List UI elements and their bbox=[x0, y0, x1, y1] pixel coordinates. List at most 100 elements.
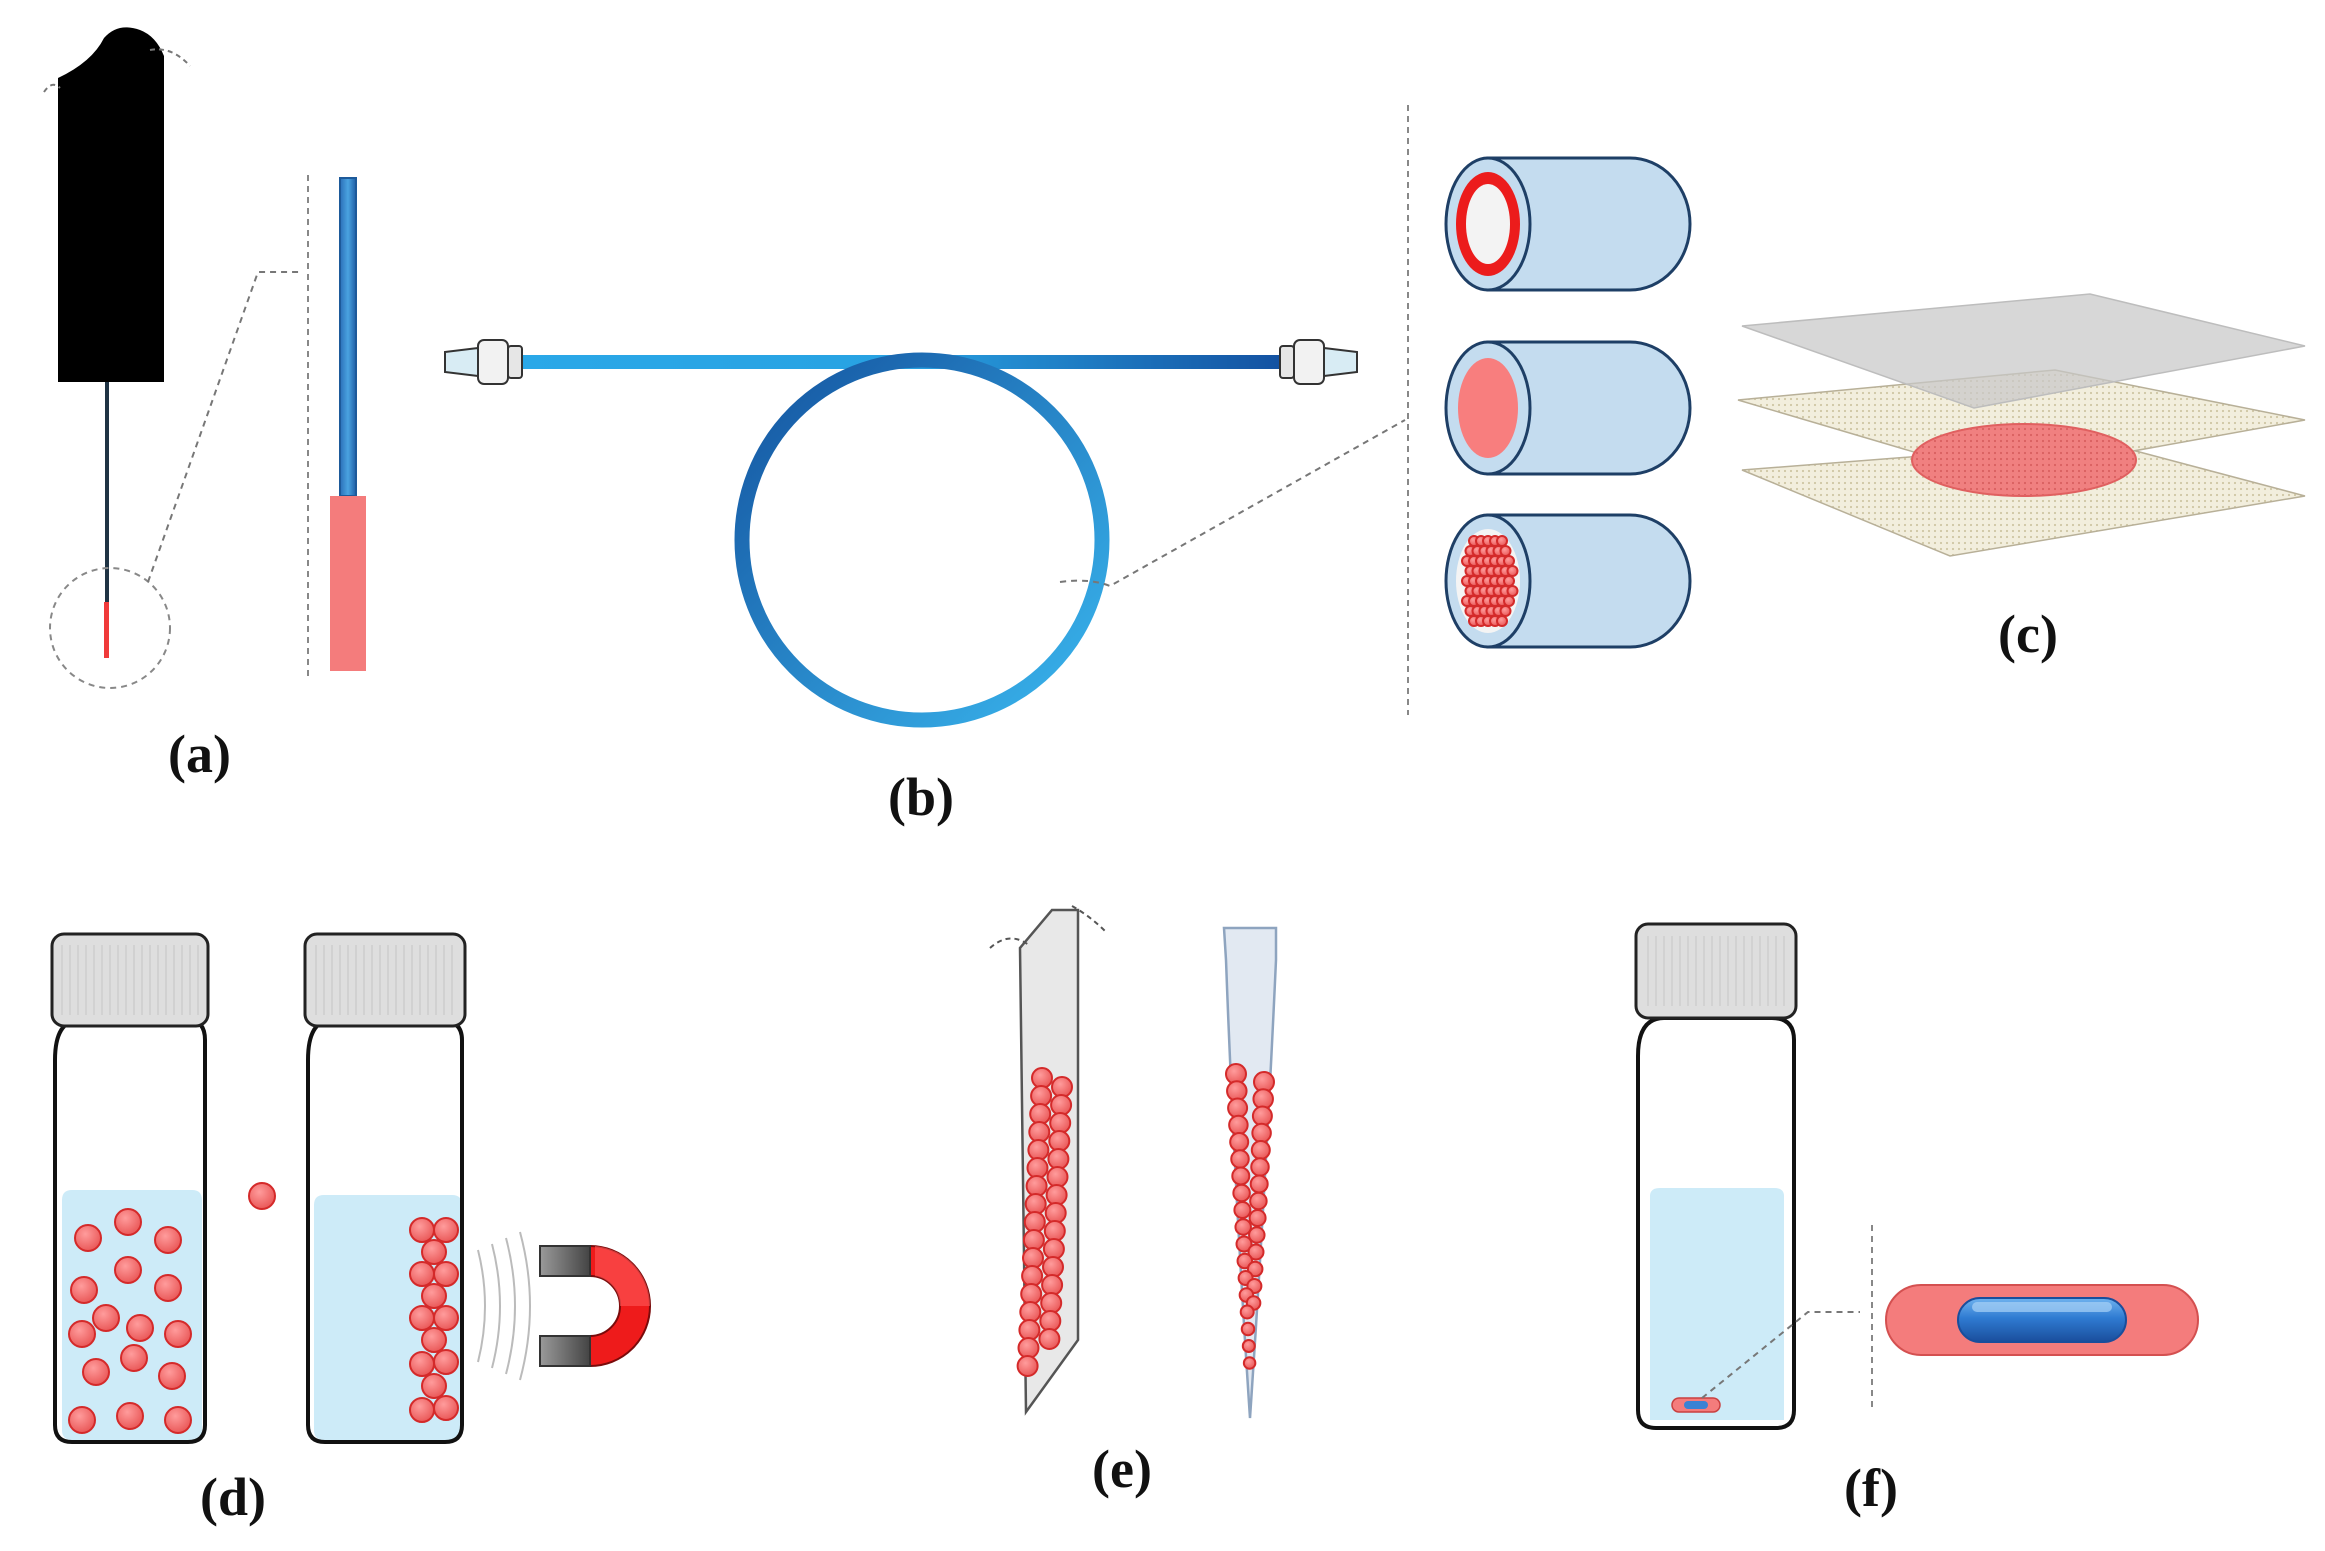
vial-cap bbox=[303, 932, 467, 1028]
tip-particle bbox=[1249, 1174, 1269, 1194]
dispersed-particle bbox=[114, 1256, 142, 1284]
packed-particles bbox=[1461, 535, 1519, 627]
tip-particles-b bbox=[1225, 1063, 1275, 1370]
vial-cap bbox=[50, 932, 210, 1028]
magnetic-field-arcs bbox=[477, 1231, 531, 1381]
tip-particle bbox=[1051, 1076, 1073, 1098]
tip-particle bbox=[1040, 1292, 1063, 1314]
tip-particle bbox=[1021, 1265, 1044, 1287]
collected-particle bbox=[433, 1305, 459, 1331]
tip-particle bbox=[1248, 1209, 1267, 1227]
collected-particle bbox=[409, 1261, 435, 1287]
label-d: (d) bbox=[200, 1467, 266, 1527]
dispersed-particle bbox=[74, 1224, 102, 1252]
zoom-circle bbox=[49, 567, 171, 689]
tip-particle bbox=[1240, 1321, 1256, 1337]
tip-particle bbox=[1043, 1220, 1066, 1242]
stir-bar-enlarged bbox=[1885, 1284, 2199, 1356]
conical-pipette-tip bbox=[1222, 926, 1278, 1419]
tip-particle bbox=[1242, 1356, 1257, 1370]
tip-particle bbox=[1039, 1310, 1062, 1332]
tip-particles-a bbox=[1016, 1067, 1073, 1377]
packed-particle bbox=[1499, 605, 1512, 617]
dispersed-particle bbox=[154, 1274, 182, 1302]
dispersed-particle bbox=[114, 1208, 142, 1236]
collected-particle bbox=[421, 1239, 447, 1265]
dispersed-particle bbox=[92, 1304, 120, 1332]
tip-particle bbox=[1232, 1183, 1251, 1203]
left-fitting bbox=[444, 339, 523, 385]
tip-particle bbox=[1029, 1103, 1052, 1125]
tip-particle bbox=[1248, 1226, 1266, 1244]
single-particle bbox=[248, 1182, 276, 1210]
tip-particle bbox=[1228, 1114, 1249, 1136]
fiber-coating-enlarged bbox=[330, 496, 366, 671]
panel-c-thin-film bbox=[1737, 293, 2306, 557]
panel-b-in-tube-spme bbox=[444, 105, 1692, 728]
dispersed-particle bbox=[126, 1314, 154, 1342]
panel-e-pipette-tip bbox=[989, 905, 1278, 1419]
vial-cap bbox=[1634, 922, 1798, 1020]
tip-particle bbox=[1250, 1157, 1270, 1177]
tip-particle bbox=[1017, 1337, 1040, 1359]
tip-particle bbox=[1250, 1140, 1271, 1160]
tip-particle bbox=[1041, 1274, 1064, 1296]
holder-break-line bbox=[43, 48, 191, 93]
sorbent-film bbox=[1911, 423, 2137, 497]
tip-particle bbox=[1044, 1202, 1067, 1224]
tip-particle bbox=[1231, 1166, 1251, 1186]
tip-particle bbox=[1229, 1132, 1250, 1152]
label-b: (b) bbox=[888, 767, 954, 827]
vial-magnetic bbox=[303, 932, 467, 1444]
tip-particle bbox=[1249, 1191, 1268, 1211]
sleeve-monolith-filled bbox=[1444, 340, 1692, 476]
label-e: (e) bbox=[1092, 1439, 1152, 1499]
collected-particle bbox=[433, 1395, 459, 1421]
collected-particle bbox=[433, 1261, 459, 1287]
tip-particle bbox=[1019, 1301, 1042, 1323]
tip-particle bbox=[1020, 1283, 1043, 1305]
tip-particle bbox=[1047, 1148, 1070, 1170]
dispersed-particles bbox=[68, 1208, 192, 1434]
sleeve-particle-packed bbox=[1444, 513, 1692, 649]
tip-particle bbox=[1239, 1304, 1255, 1320]
cap-ridges bbox=[1647, 936, 1785, 1006]
syringe-holder bbox=[58, 27, 164, 382]
packed-particle bbox=[1506, 565, 1519, 577]
collected-particle bbox=[433, 1217, 459, 1243]
magnet-icon bbox=[539, 1245, 651, 1367]
tip-particle bbox=[1227, 1097, 1249, 1119]
packed-particle bbox=[1503, 575, 1515, 587]
vial-dispersed bbox=[50, 932, 210, 1444]
label-f: (f) bbox=[1844, 1458, 1898, 1518]
tip-particle bbox=[1233, 1201, 1252, 1219]
tip-particle bbox=[1042, 1256, 1064, 1278]
zoom-line-f bbox=[1701, 1311, 1860, 1399]
tip-particle bbox=[1038, 1328, 1061, 1350]
zoom-line bbox=[147, 271, 300, 583]
collected-particle bbox=[409, 1351, 435, 1377]
dispersed-particle bbox=[154, 1226, 182, 1254]
collected-particle bbox=[421, 1283, 447, 1309]
tip-particle bbox=[1241, 1339, 1256, 1353]
collected-particle bbox=[409, 1217, 435, 1243]
tip-particle bbox=[1022, 1247, 1044, 1269]
packed-particle bbox=[1496, 535, 1508, 547]
collected-particle bbox=[421, 1373, 447, 1399]
right-fitting bbox=[1279, 339, 1358, 385]
cap-ridges bbox=[315, 945, 453, 1015]
tip-particle bbox=[1022, 1229, 1045, 1251]
dispersed-particle bbox=[164, 1320, 192, 1348]
fiber-coating-tip bbox=[104, 602, 109, 658]
collected-particles bbox=[409, 1217, 459, 1423]
packed-particle bbox=[1503, 555, 1515, 567]
collected-particle bbox=[409, 1305, 435, 1331]
collected-particle bbox=[433, 1349, 459, 1375]
tip-particle bbox=[1018, 1319, 1041, 1341]
dispersed-particle bbox=[164, 1406, 192, 1434]
tip-particle bbox=[1230, 1149, 1250, 1169]
sleeve-wall-coated bbox=[1444, 156, 1692, 292]
dispersed-particle bbox=[68, 1406, 96, 1434]
fiber-rod-enlarged bbox=[339, 177, 357, 497]
